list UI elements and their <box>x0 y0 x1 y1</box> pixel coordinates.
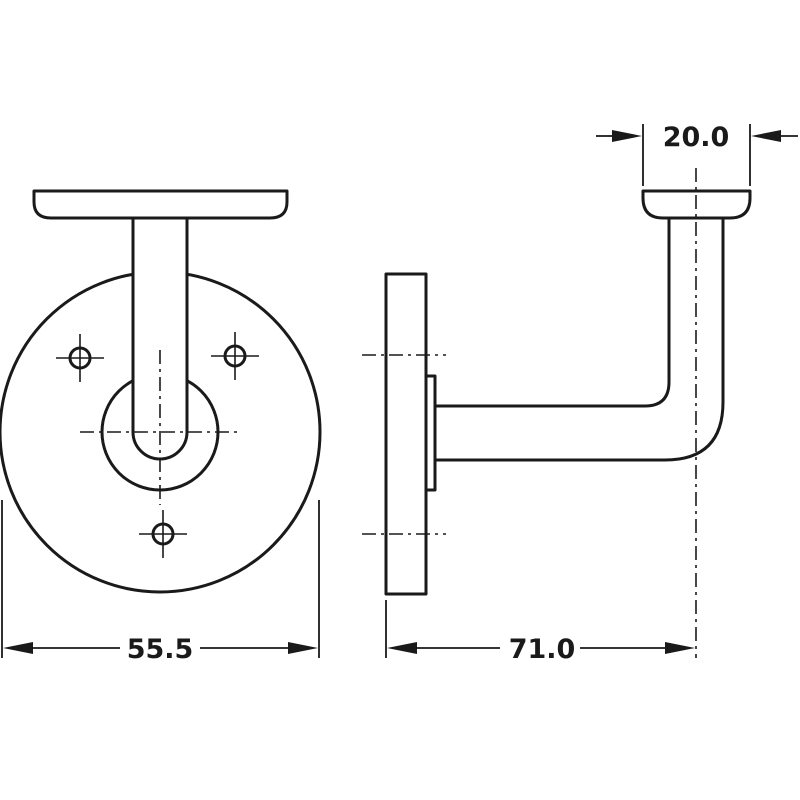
side-wall-plate <box>384 272 428 596</box>
dimension-label-projection: 71.0 <box>509 634 576 665</box>
front-vertical-arm <box>131 212 189 461</box>
dimension-plate-diameter: 55.5 <box>1 500 320 665</box>
dimension-label-plate-diameter: 55.5 <box>127 634 194 665</box>
front-saddle <box>32 189 289 220</box>
side-bent-arm <box>433 216 671 408</box>
dimension-label-saddle-width: 20.0 <box>663 122 730 153</box>
mounting-hole-bottom <box>139 510 187 558</box>
front-view: 55.5 <box>0 189 322 665</box>
mounting-hole-right <box>211 332 259 380</box>
side-boss <box>424 374 437 492</box>
dimension-projection: 71.0 <box>385 600 695 665</box>
dimension-saddle-width: 20.0 <box>596 122 798 186</box>
mounting-hole-left <box>56 334 104 382</box>
side-bent-arm-outer <box>433 216 725 462</box>
side-view: 20.0 71.0 <box>362 122 798 665</box>
